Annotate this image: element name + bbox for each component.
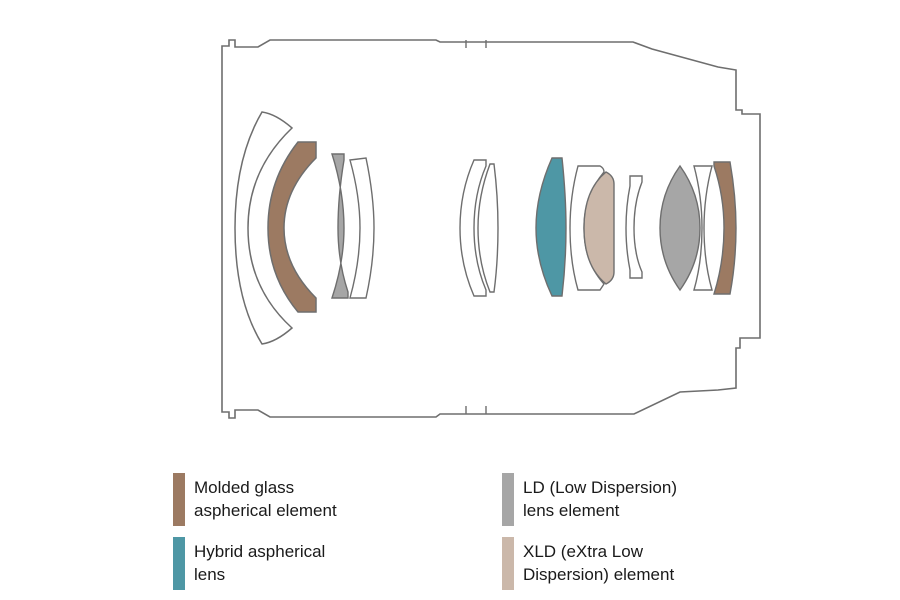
legend-text: LD (Low Dispersion) bbox=[523, 478, 677, 497]
legend-text: lens element bbox=[523, 501, 620, 520]
legend-label-xld: XLD (eXtra Low Dispersion) element bbox=[523, 540, 753, 586]
legend-swatch-hybrid bbox=[173, 537, 185, 590]
molded-glass-aspherical-element-1 bbox=[267, 141, 317, 313]
ld-lens-element-1 bbox=[331, 153, 349, 299]
lens-construction-diagram bbox=[221, 39, 761, 419]
legend-swatch-xld bbox=[502, 537, 514, 590]
legend-text: lens bbox=[194, 565, 226, 584]
legend-text: Dispersion) element bbox=[523, 565, 675, 584]
hybrid-aspherical-lens bbox=[535, 157, 567, 297]
barrel-notch bbox=[465, 40, 487, 414]
legend-text: Hybrid aspherical bbox=[194, 542, 326, 561]
legend-swatch-ld bbox=[502, 473, 514, 526]
clear-lens-element-7 bbox=[693, 165, 713, 291]
molded-glass-aspherical-element-2 bbox=[713, 161, 737, 295]
legend-swatch-molded bbox=[173, 473, 185, 526]
xld-extra-low-dispersion-element bbox=[583, 171, 615, 285]
ld-lens-element-2 bbox=[659, 164, 701, 292]
legend-label-molded: Molded glass aspherical element bbox=[194, 476, 424, 522]
lens-barrel-outline bbox=[221, 39, 761, 419]
legend-text: XLD (eXtra Low bbox=[523, 542, 643, 561]
clear-lens-element-3 bbox=[459, 159, 487, 297]
clear-lens-element-2 bbox=[349, 157, 375, 299]
legend-text: Molded glass bbox=[194, 478, 295, 497]
legend-text: aspherical element bbox=[194, 501, 337, 520]
clear-lens-element-6 bbox=[625, 175, 643, 279]
front-element bbox=[234, 111, 294, 345]
clear-lens-element-4 bbox=[477, 163, 499, 293]
legend-label-ld: LD (Low Dispersion) lens element bbox=[523, 476, 753, 522]
legend-label-hybrid: Hybrid aspherical lens bbox=[194, 540, 424, 586]
